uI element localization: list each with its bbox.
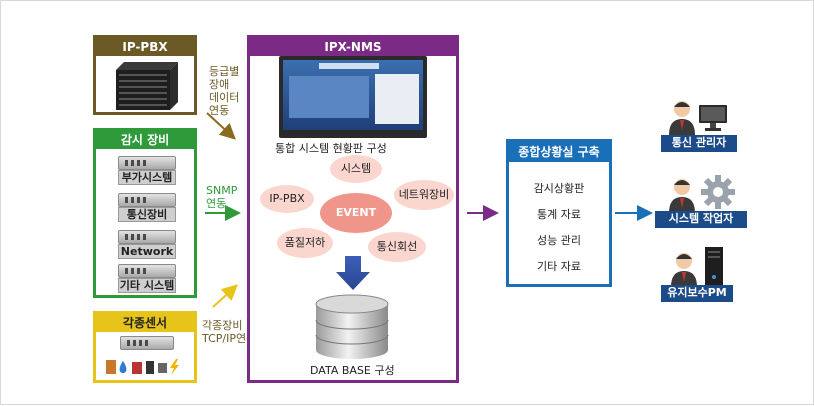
ip-pbx-box: IP-PBX [93, 35, 197, 115]
link-text: 각종장비 [202, 319, 243, 332]
link-text: 장애 [209, 78, 230, 91]
situation-room-box: 종합상황실 구축 감시상황판 통계 자료 성능 관리 기타 자료 [506, 139, 612, 287]
screen-caption: 통합 시스템 현황판 구성 [275, 142, 387, 155]
gear-icon [701, 175, 735, 209]
sensor-title: 각종센서 [96, 314, 194, 332]
event-bubble-circuit: 통신회선 [368, 232, 426, 262]
server-icon [118, 230, 176, 244]
link-text: SNMP [206, 184, 238, 197]
situation-item: 성능 관리 [537, 234, 581, 247]
equipment-label: 부가시스템 [118, 170, 176, 185]
role-maintenance-pm: 유지보수PM [661, 247, 743, 302]
bubble-text: 통신회선 [376, 240, 418, 253]
person-icon [669, 101, 695, 135]
situation-item: 기타 자료 [537, 260, 581, 273]
grade-data-link-label: 등급별 장애 데이터 연동 [209, 65, 239, 117]
equipment-item-1: 부가시스템 [118, 156, 176, 186]
event-text: EVENT [335, 206, 377, 219]
server-icon [118, 264, 176, 278]
event-center: EVENT [320, 193, 392, 233]
equipment-item-2: 통신장비 [118, 193, 176, 223]
monitor-equipment-title: 감시 장비 [96, 131, 194, 149]
bubble-text: 시스템 [340, 162, 372, 175]
event-bubble-ippbx: IP-PBX [260, 185, 314, 213]
link-text: TCP/IP연동 [202, 332, 257, 345]
database-icon [315, 294, 389, 359]
situation-room-title: 종합상황실 구축 [509, 142, 609, 162]
situation-item: 감시상황판 [533, 182, 585, 195]
screen-map-area [289, 76, 369, 118]
ip-pbx-title: IP-PBX [96, 38, 194, 56]
situation-item: 통계 자료 [537, 208, 581, 221]
dashboard-screen [279, 56, 427, 138]
event-bubble-network: 네트워장비 [394, 180, 454, 210]
server-icon [118, 156, 176, 170]
event-bubble-system: 시스템 [330, 155, 382, 183]
link-text: 연동 [209, 104, 230, 117]
ipx-nms-box: IPX-NMS 통합 시스템 현황판 구성 시스템 네트워장비 통신회선 품질저… [247, 35, 459, 383]
bubble-text: 품질저하 [284, 236, 326, 249]
sensor-icons [106, 359, 179, 375]
screen-header-bar [319, 63, 379, 69]
database-caption: DATA BASE 구성 [310, 364, 395, 377]
equipment-label: Network [118, 244, 176, 259]
screen-table-area [375, 74, 419, 124]
pbx-rack-icon [116, 62, 178, 110]
person-icon [669, 179, 695, 213]
down-arrow-icon [336, 256, 370, 290]
equipment-item-4: 기타 시스템 [118, 264, 176, 294]
link-text: 연동 [206, 197, 227, 210]
monitor-equipment-box: 감시 장비 부가시스템 통신장비 Network 기타 시스템 [93, 128, 197, 298]
arrow-pbx-to-nms [206, 112, 236, 140]
role-system-worker: 시스템 작업자 [655, 175, 747, 229]
sensor-hub-icon [120, 336, 174, 350]
event-bubble-quality: 품질저하 [277, 228, 333, 258]
server-tower-icon [705, 247, 723, 285]
bubble-text: IP-PBX [269, 192, 305, 205]
link-text: 데이터 [209, 91, 240, 104]
sensor-box: 각종센서 [93, 311, 197, 383]
monitor-icon [699, 105, 727, 131]
role-label: 통신 관리자 [661, 135, 737, 152]
snmp-link-label: SNMP 연동 [206, 184, 237, 210]
server-icon [118, 193, 176, 207]
role-label: 유지보수PM [661, 285, 733, 302]
link-text: 등급별 [209, 65, 240, 78]
role-network-admin: 통신 관리자 [661, 99, 741, 153]
bubble-text: 네트워장비 [398, 188, 450, 201]
equipment-label: 통신장비 [118, 207, 176, 222]
tcp-link-label: 각종장비 TCP/IP연동 [202, 319, 256, 345]
person-icon [671, 253, 697, 287]
ipx-nms-title: IPX-NMS [250, 38, 456, 56]
screen-display [283, 60, 423, 130]
role-label: 시스템 작업자 [655, 211, 747, 228]
arrow-sensor-to-nms [212, 284, 238, 308]
equipment-label: 기타 시스템 [118, 278, 176, 293]
equipment-item-3: Network [118, 230, 176, 260]
